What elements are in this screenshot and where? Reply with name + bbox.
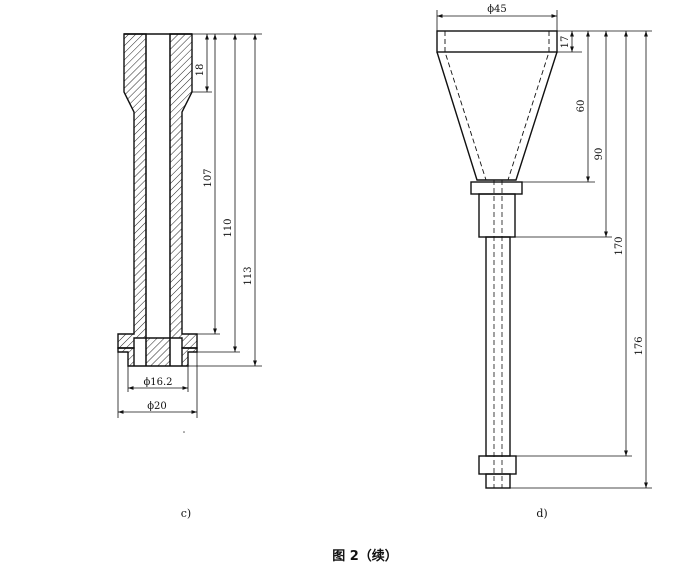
bottom-ring	[478, 455, 517, 475]
dim-c-110: 110	[223, 218, 234, 237]
dim-d-176: 176	[634, 336, 645, 355]
figure-caption: 图 2（续）	[332, 548, 398, 564]
part-d-label: d)	[536, 507, 547, 520]
bottom-tip	[485, 473, 511, 489]
part-c-drawing: 18 107 110 113 ϕ16.2 ϕ20 c)	[117, 33, 262, 520]
part-d-drawing: ϕ45 17 60 90 170 176 d)	[436, 4, 652, 520]
dim-c-113: 113	[243, 266, 254, 285]
long-tube	[485, 236, 511, 457]
funnel-cone	[436, 51, 558, 181]
dim-d-17: 17	[560, 36, 571, 49]
dim-d-60: 60	[576, 100, 587, 113]
funnel-collar	[470, 181, 523, 195]
part-c-left-wall	[117, 33, 147, 349]
dim-c-18: 18	[195, 64, 206, 77]
part-c-base	[117, 337, 198, 367]
part-c-right-wall	[169, 33, 198, 349]
dim-c-107: 107	[203, 168, 214, 187]
tube-sleeve	[478, 193, 516, 238]
dim-c-outer-diameter: ϕ20	[147, 401, 167, 412]
dim-c-inner-diameter: ϕ16.2	[143, 377, 172, 388]
part-c-label: c)	[181, 507, 191, 520]
dim-d-90: 90	[594, 148, 605, 161]
funnel-rim	[436, 30, 558, 53]
dim-d-170: 170	[614, 236, 625, 255]
dim-d-diameter-45: ϕ45	[487, 4, 507, 15]
